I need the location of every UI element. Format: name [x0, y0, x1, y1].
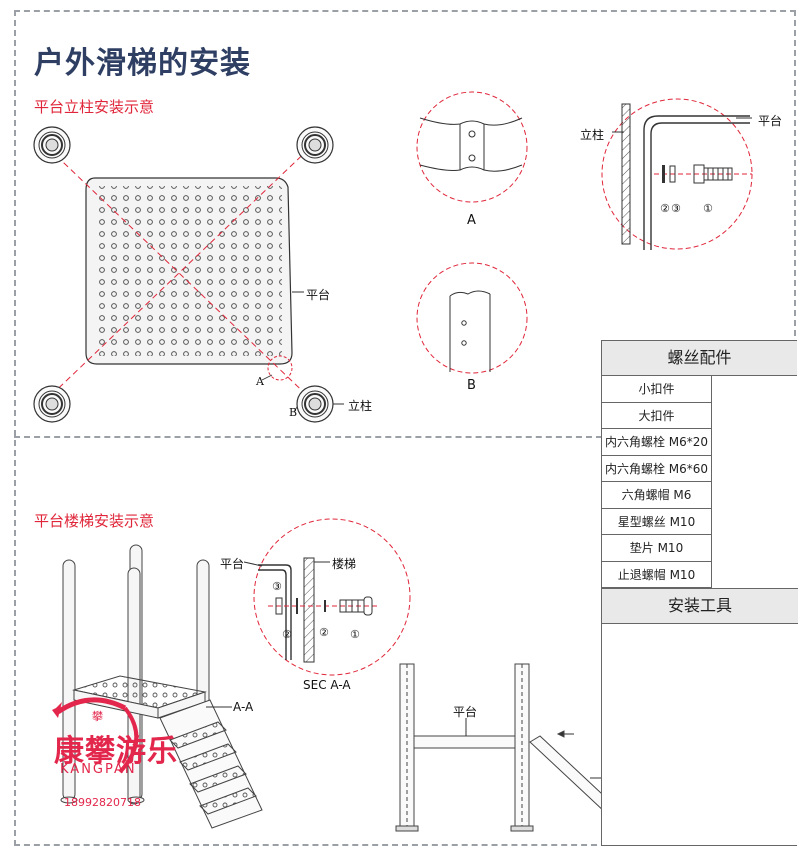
sec-num-1: ① — [350, 628, 360, 641]
part-row: 内六角螺栓 M6*60 — [602, 455, 712, 482]
bolt-num-3: ③ — [671, 202, 681, 215]
side-view-drawing — [395, 663, 633, 832]
detail-a-caption: A — [467, 213, 476, 228]
section1-subtitle: 平台立柱安装示意 — [34, 98, 155, 116]
parts-table: 螺丝配件 小扣件 大扣件 内六角螺栓 M6*20 内六角螺栓 M6*60 六角螺… — [601, 340, 798, 846]
bolt-num-2: ② — [660, 202, 670, 215]
section-divider — [14, 436, 602, 438]
post-label: 立柱 — [348, 399, 373, 413]
part-row: 星型螺丝 M10 — [602, 508, 712, 535]
section2-subtitle: 平台楼梯安装示意 — [34, 512, 155, 530]
part-row: 六角螺帽 M6 — [602, 482, 712, 509]
part-row: 小扣件 — [602, 376, 712, 403]
detail-b-drawing — [416, 262, 528, 374]
platform-top-view — [41, 141, 344, 413]
bolt-num-1: ① — [703, 202, 713, 215]
sec-stair-label: 楼梯 — [332, 557, 357, 571]
page-title: 户外滑梯的安装 — [34, 46, 251, 81]
sec-num-3: ③ — [272, 580, 282, 593]
part-row: 垫片 M10 — [602, 535, 712, 562]
logo-phone: 18992820718 — [64, 796, 141, 809]
logo-swoosh — [52, 697, 139, 774]
part-row: 止退螺帽 M10 — [602, 561, 712, 588]
section-aa-drawing — [243, 518, 411, 676]
marker-b: B — [289, 406, 298, 419]
iso-platform-drawing — [60, 544, 263, 829]
logo-name-en: KANGPAN — [60, 762, 137, 777]
detail-a-drawing — [416, 91, 528, 203]
part-row: 大扣件 — [602, 402, 712, 429]
brand-logo: 攀 康攀游乐 KANGPAN 18992820718 — [52, 700, 202, 809]
logo-small-char: 攀 — [92, 710, 103, 723]
bolt-detail-drawing — [601, 98, 753, 250]
bolt-detail-platform-label: 平台 — [758, 114, 783, 128]
side-platform-label: 平台 — [453, 705, 478, 719]
platform-label: 平台 — [306, 288, 331, 302]
marker-a: A — [256, 375, 264, 388]
sec-num-2b: ② — [319, 626, 329, 639]
sec-platform-label: 平台 — [220, 557, 245, 571]
parts-header: 螺丝配件 — [602, 341, 797, 376]
logo-name-cn: 康攀游乐 — [54, 734, 178, 769]
aa-label: A-A — [233, 700, 254, 714]
sec-num-2a: ② — [282, 628, 292, 641]
detail-b-caption: B — [467, 378, 476, 393]
post-top-views — [33, 126, 334, 423]
tools-header: 安装工具 — [602, 588, 798, 624]
parts-list: 小扣件 大扣件 内六角螺栓 M6*20 内六角螺栓 M6*60 六角螺帽 M6 … — [602, 376, 712, 588]
bolt-detail-post-label: 立柱 — [580, 128, 605, 142]
sec-aa-caption: SEC A-A — [303, 678, 351, 692]
part-row: 内六角螺栓 M6*20 — [602, 429, 712, 456]
